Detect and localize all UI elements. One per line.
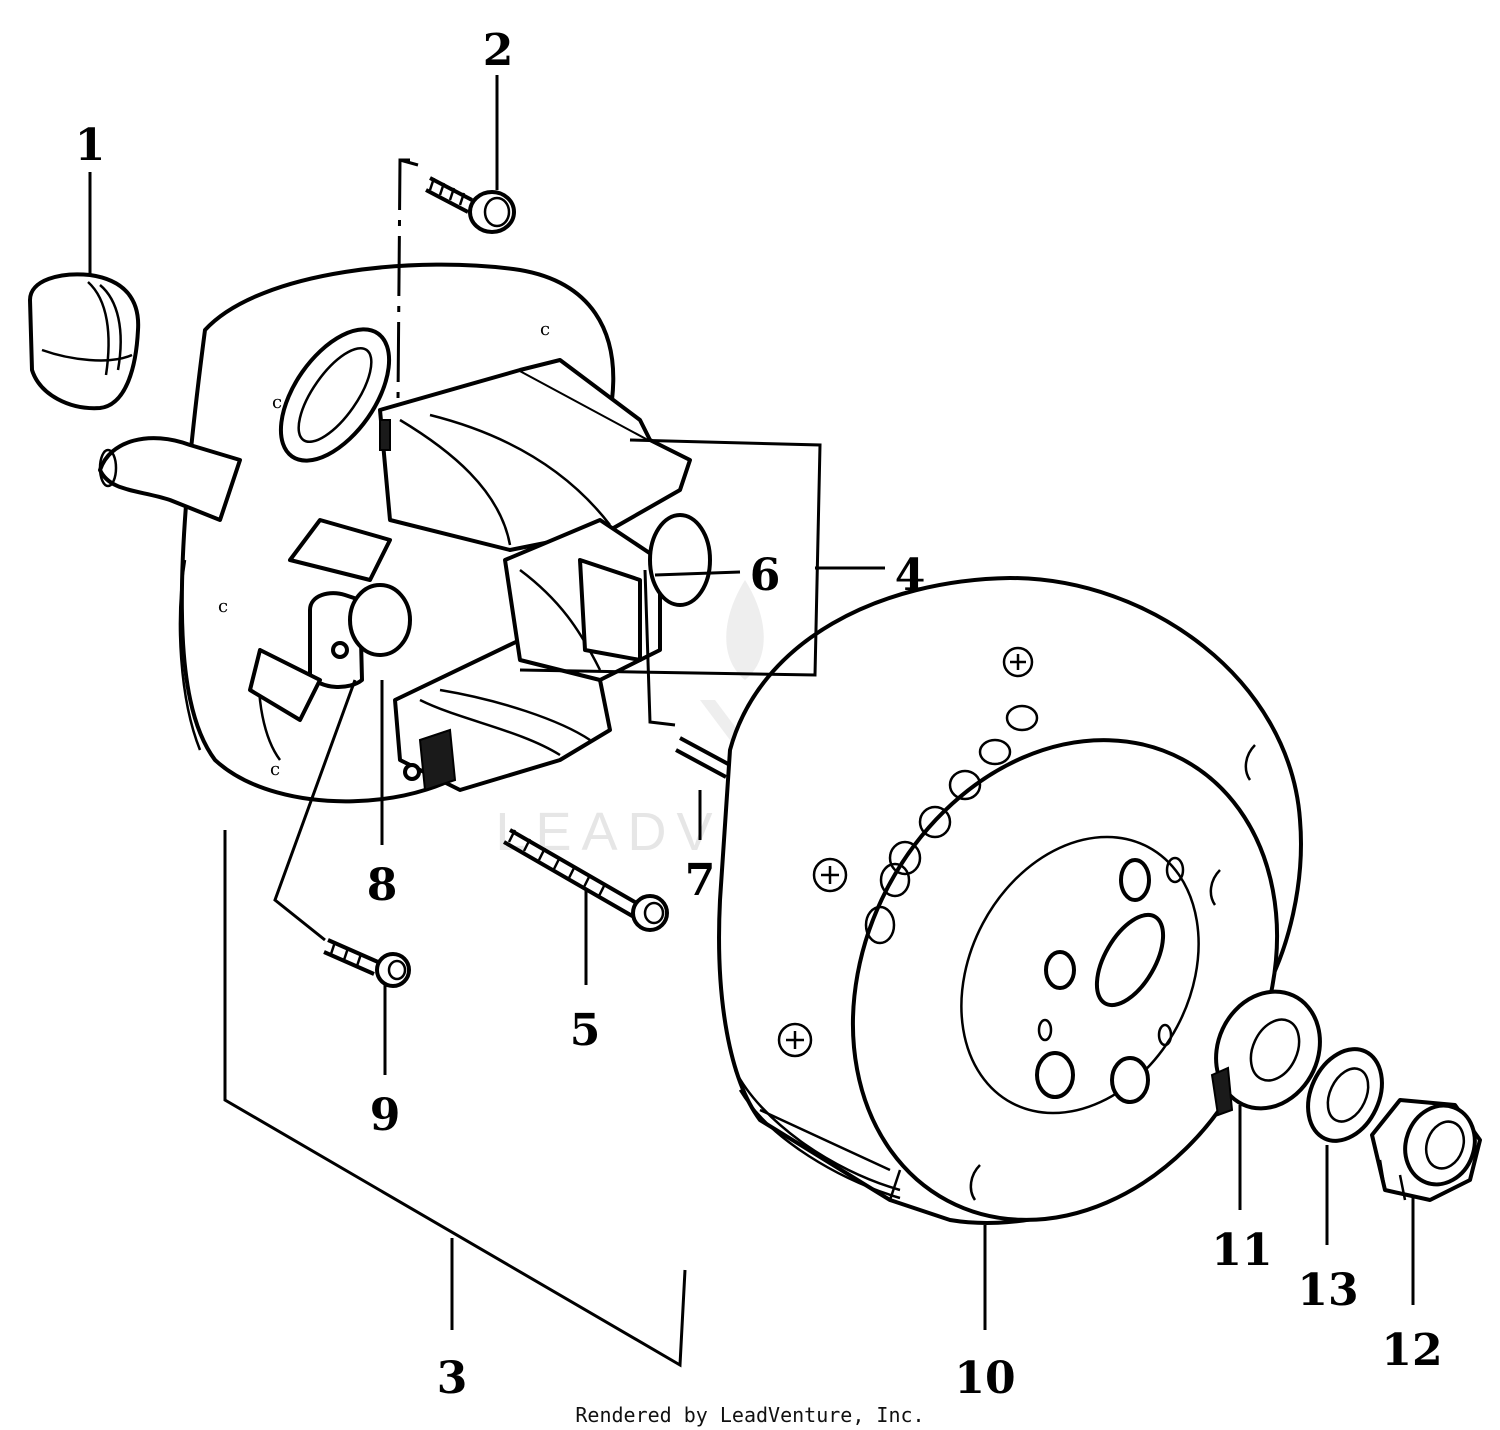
part-coil-upper — [378, 358, 692, 552]
callout-3: 3 — [437, 1353, 468, 1404]
callout-2: 2 — [483, 25, 514, 76]
callout-11: 11 — [1211, 1225, 1272, 1276]
part-contact-breaker — [248, 518, 412, 722]
part-wire-harness — [98, 436, 242, 522]
part-bolt-top — [425, 176, 516, 234]
callout-9: 9 — [370, 1090, 401, 1141]
part-flywheel — [717, 576, 1303, 1225]
callout-12: 12 — [1381, 1325, 1442, 1376]
part-cap — [28, 272, 141, 411]
svg-text:c: c — [218, 596, 228, 617]
part-coil-lower — [393, 638, 612, 792]
callout-1: 1 — [75, 120, 106, 171]
part-washer-11 — [1210, 989, 1322, 1117]
part-screw-5 — [503, 828, 669, 932]
footer-credit: Rendered by LeadVenture, Inc. — [575, 1403, 924, 1427]
svg-text:c: c — [540, 319, 550, 340]
svg-text:c: c — [270, 759, 280, 780]
callout-4: 4 — [895, 550, 926, 601]
part-coil-mid — [503, 513, 712, 682]
callout-8: 8 — [367, 860, 398, 911]
callout-13: 13 — [1297, 1265, 1358, 1316]
part-lockwasher-13 — [1306, 1047, 1384, 1143]
callout-10: 10 — [954, 1353, 1015, 1404]
part-nut-12 — [1370, 1098, 1482, 1202]
part-screw-9 — [323, 938, 411, 988]
leader-lines — [88, 75, 1415, 1368]
svg-text:c: c — [272, 392, 282, 413]
callout-6: 6 — [750, 550, 781, 601]
callout-7: 7 — [685, 855, 716, 906]
callout-5: 5 — [570, 1005, 601, 1056]
